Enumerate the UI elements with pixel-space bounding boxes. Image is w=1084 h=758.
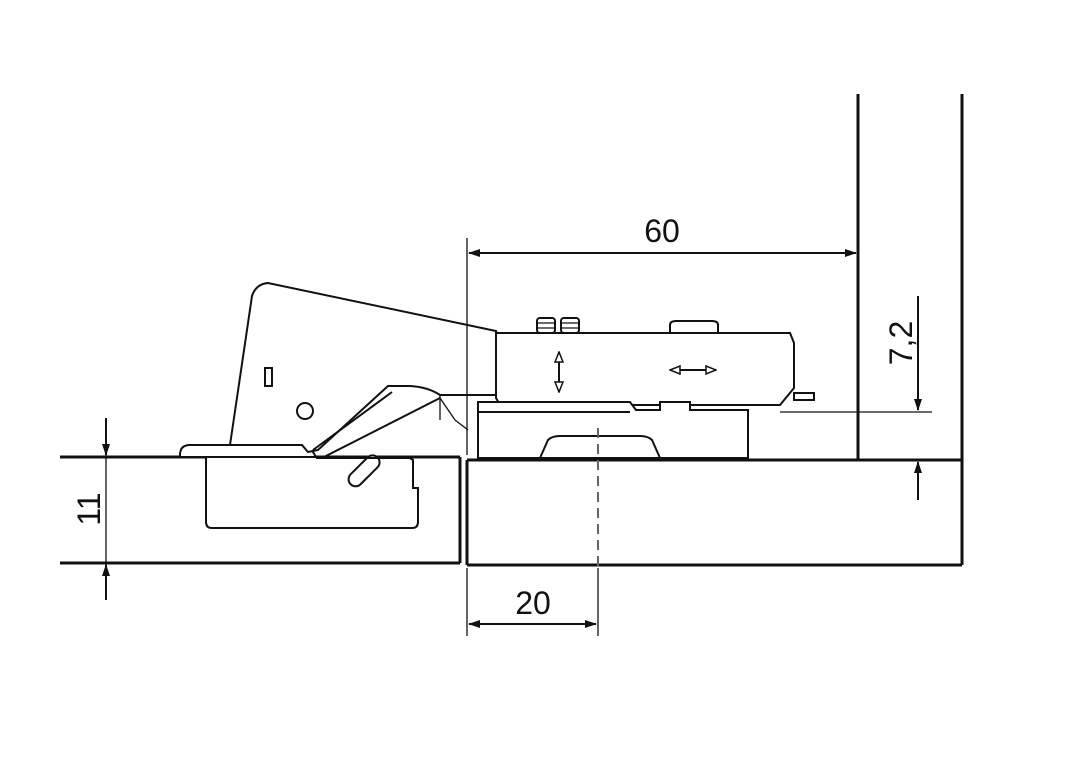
base-plate: [439, 395, 749, 459]
hinge-cup: [179, 444, 419, 529]
dimension-60: 60: [466, 213, 857, 455]
cabinet-side-wall: [856, 94, 964, 565]
arm-slot-icon: [264, 367, 273, 387]
arm-hole-icon: [296, 402, 314, 420]
dimension-11: 11: [71, 418, 110, 600]
cabinet-panel: [465, 458, 962, 567]
adjust-screw-icon: [560, 317, 580, 334]
dimension-20-label: 20: [515, 585, 551, 621]
dimension-11-label: 11: [71, 492, 107, 525]
dimension-7-2-label: 7,2: [883, 321, 919, 365]
dimension-60-label: 60: [644, 213, 680, 249]
hinge-arm: [228, 281, 502, 459]
hinge-body: [495, 317, 815, 406]
dimension-20: 20: [466, 568, 599, 636]
dimension-7-2: 7,2: [780, 296, 932, 500]
adjust-screw-icon: [536, 317, 556, 334]
